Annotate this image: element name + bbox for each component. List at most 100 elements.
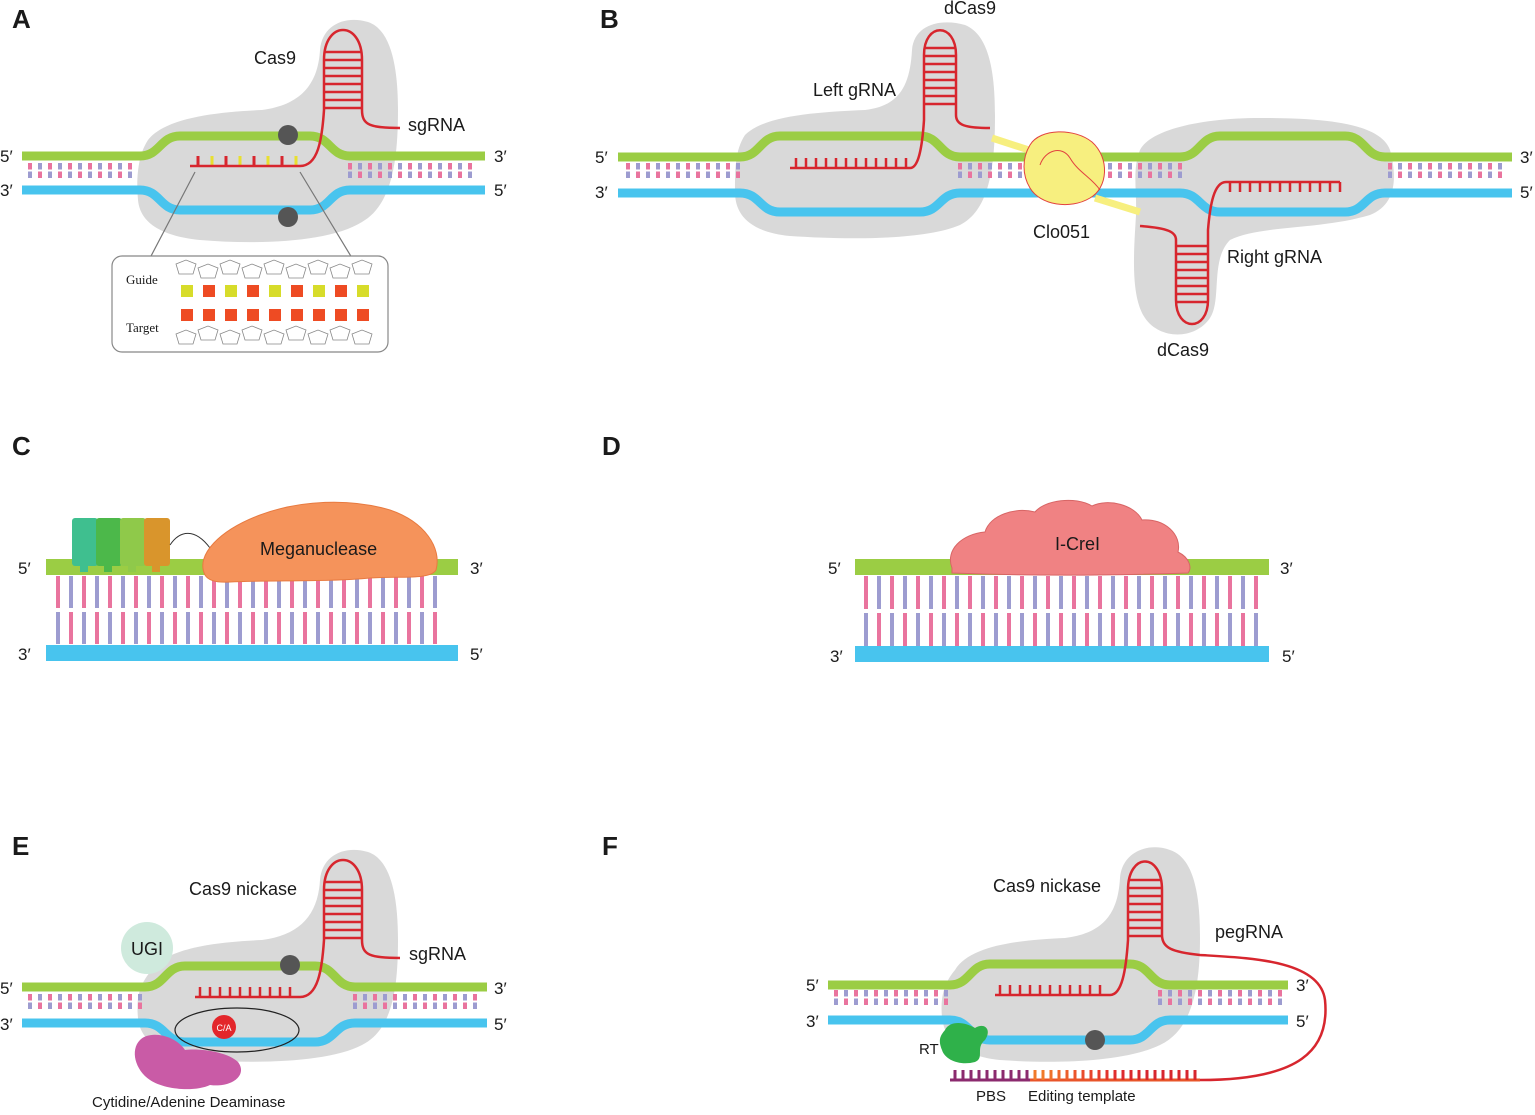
cas9-nickase-label-f: Cas9 nickase [993,876,1101,896]
base-pairs-f [834,990,948,1005]
tale-repeats [72,518,211,572]
pegrna-teeth [998,878,1162,995]
end-label: 5′ [18,559,31,578]
rt-label: RT [919,1041,939,1058]
right-grna-label: Right gRNA [1227,247,1322,267]
dna-duplex-a [22,28,485,227]
end-label: 3′ [470,559,483,578]
deaminase-protein [134,1034,242,1090]
panel-e: E C/A UGI Cas9 nickase sgRNA Cytidine/Ad… [0,831,507,1111]
end-label: 5′ [806,976,819,995]
bottom-strand-d [855,646,1269,662]
end-label: 3′ [806,1012,819,1031]
ugi-label: UGI [131,939,163,959]
base-pairs-d [864,576,1258,646]
panel-b-letter: B [600,4,619,34]
base-pairs-c [56,576,437,644]
end-label: 5′ [1296,1012,1309,1031]
base-pairs-e-right [353,994,477,1009]
right-dcas9-protein [1133,118,1394,335]
zoom-line [299,171,353,259]
panel-d: D I-CreI 5′ 3′ 3′ 5′ [602,431,1295,666]
pegrna-strand [995,860,1327,1082]
nick-site-icon [280,955,300,975]
left-dcas9-protein [735,22,995,239]
panel-a-letter: A [12,4,31,34]
end-label: 3′ [494,979,507,998]
end-label: 3′ [1520,148,1533,167]
end-label: 3′ [494,147,507,166]
cut-site-icon [278,125,298,145]
bottom-strand-a [22,185,485,215]
sgrna-strand-a [190,28,401,168]
end-label: 5′ [494,181,507,200]
rt-protein [939,1023,988,1064]
bottom-strand-c [46,645,458,661]
panel-c-letter: C [12,431,31,461]
nick-site-icon [1085,1030,1105,1050]
end-label: 5′ [1282,647,1295,666]
deaminase-label: Cytidine/Adenine Deaminase [92,1094,285,1110]
bottom-strand-f [828,1015,1288,1045]
cas9-nickase-label: Cas9 nickase [189,879,297,899]
base-edit-label: C/A [216,1023,231,1033]
panel-c: C Meganuclease 5′ 3′ 3′ 5′ [12,431,483,664]
icrei-protein [950,499,1191,576]
bottom-strand-e [22,1018,487,1047]
meganuclease-label: Meganuclease [260,539,377,559]
top-strand-a [22,131,485,161]
panel-d-letter: D [602,431,621,461]
dcas9-top-label: dCas9 [944,0,996,18]
dcas9-bottom-label: dCas9 [1157,340,1209,360]
end-label: 3′ [18,645,31,664]
meganuclease-protein [202,501,438,583]
end-label: 5′ [0,979,13,998]
left-grna-label: Left gRNA [813,80,896,100]
panel-f: F [602,831,1327,1105]
sgrna-teeth-e [198,880,362,997]
inset-box-a: Guide Target [111,255,389,353]
end-label: 5′ [0,147,13,166]
right-grna-teeth [1176,182,1342,304]
end-label: 3′ [0,1015,13,1034]
cas9-label: Cas9 [254,48,296,68]
inset-target-label: Target [126,320,159,335]
base-pairs-a [28,163,132,178]
inset-guide-label: Guide [126,272,158,287]
end-label: 3′ [595,183,608,202]
sgrna-label-e: sgRNA [409,944,466,964]
sgrna-label: sgRNA [408,115,465,135]
end-label: 3′ [830,647,843,666]
base-pairs-b [626,163,740,178]
panel-a: A Cas9 sgRNA 5′ 3′ 3′ [0,4,507,353]
end-label: 3′ [1296,976,1309,995]
editing-window [174,1007,300,1053]
base-edit-marker [212,1015,236,1039]
pbs-segment [950,1070,1030,1082]
cas9-nickase-protein-f [941,847,1200,1062]
sgrna-stem-a [324,50,362,110]
end-label: 5′ [494,1015,507,1034]
top-strand-e [22,961,487,992]
base-pairs-a-right [348,163,472,178]
panel-e-letter: E [12,831,29,861]
end-label: 5′ [470,645,483,664]
base-pairs-b-right [1388,163,1502,178]
left-grna-strand [790,29,991,170]
end-label: 5′ [828,559,841,578]
clo051-label: Clo051 [1033,222,1090,242]
panel-b: B [595,0,1533,360]
cut-site-icon [278,207,298,227]
editing-template-label: Editing template [1028,1088,1136,1105]
guide-rna-a [196,156,298,166]
clo051-nuclease [990,131,1142,216]
sgrna-strand-e [195,858,401,999]
inset-guide-bases [181,285,369,297]
end-label: 3′ [1280,559,1293,578]
pegrna-label: pegRNA [1215,922,1283,942]
end-label: 3′ [0,181,13,200]
zoom-line [149,171,196,259]
end-label: 5′ [1520,183,1533,202]
